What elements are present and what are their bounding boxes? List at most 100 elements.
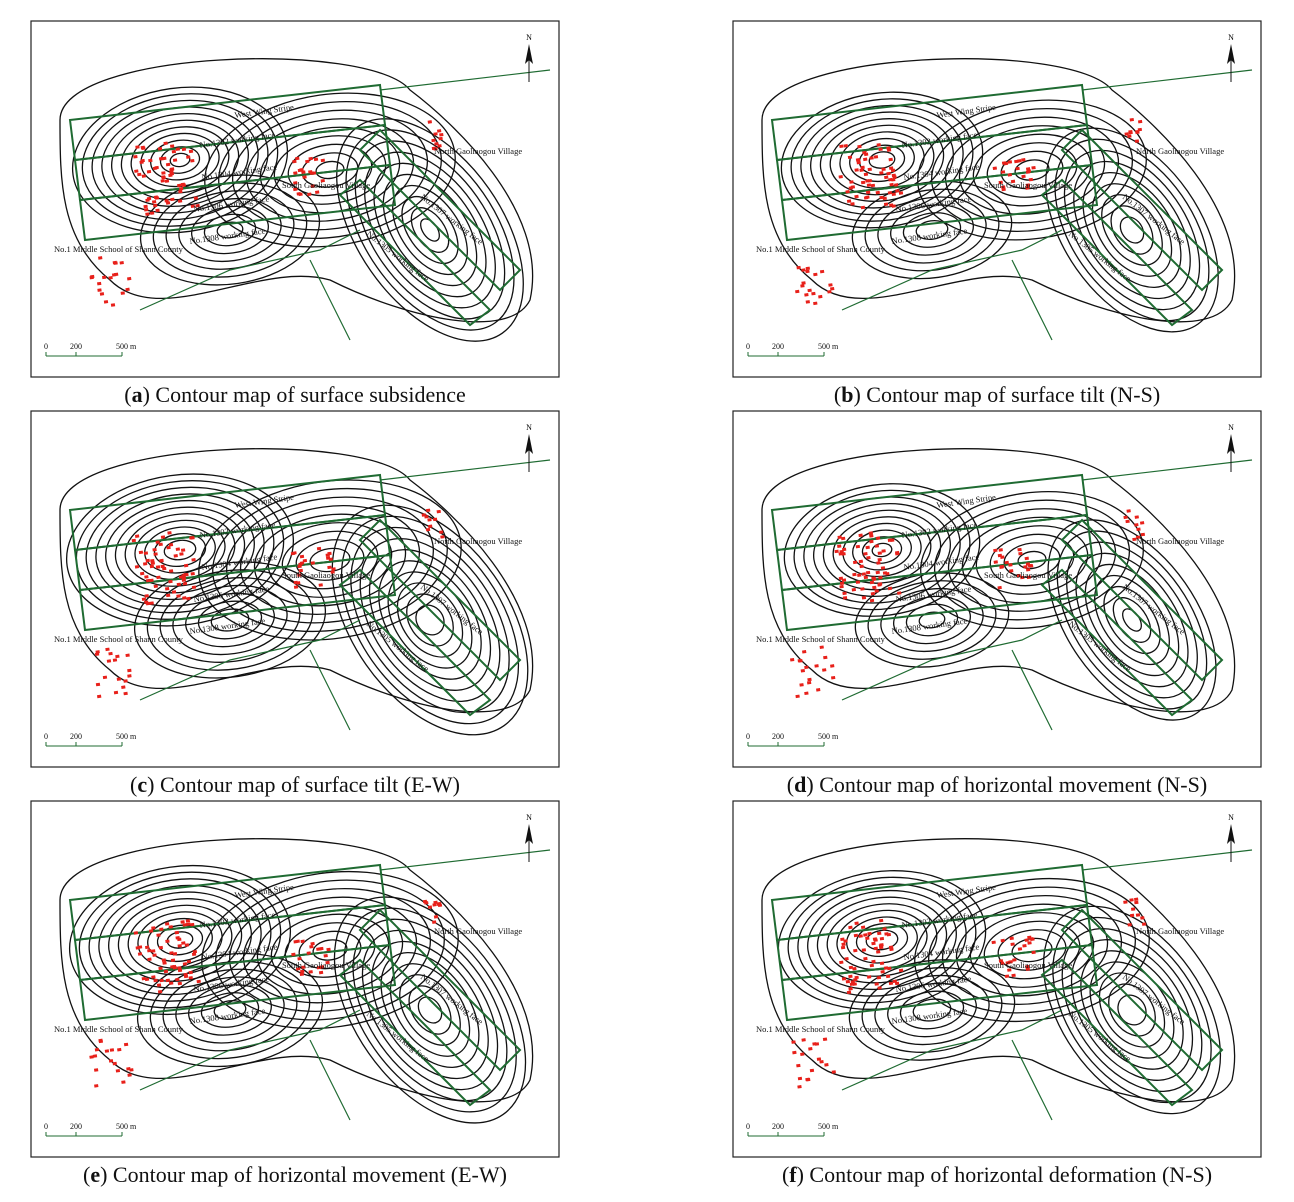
building xyxy=(791,1040,796,1044)
building xyxy=(801,268,806,272)
building xyxy=(308,156,313,161)
contour-line xyxy=(185,592,275,648)
building xyxy=(310,941,315,946)
building xyxy=(865,570,871,575)
building xyxy=(186,596,191,601)
building xyxy=(108,276,113,280)
building xyxy=(885,974,891,979)
building xyxy=(795,289,800,294)
north-label: N xyxy=(1228,423,1234,432)
label-south-village: South Gaoliaogou Village xyxy=(282,960,370,970)
panel-caption: (e) Contour map of horizontal movement (… xyxy=(83,1162,507,1187)
building xyxy=(857,573,862,577)
building xyxy=(188,970,193,975)
building xyxy=(145,212,150,216)
building xyxy=(325,960,330,965)
building xyxy=(854,194,859,199)
mine-roadways xyxy=(770,849,1253,1121)
contour-line xyxy=(136,952,324,1068)
building xyxy=(182,962,188,966)
mine-roadways xyxy=(770,459,1253,731)
building xyxy=(1135,130,1140,135)
building xyxy=(1031,165,1036,170)
building xyxy=(1020,575,1025,580)
building xyxy=(830,286,835,291)
building xyxy=(991,940,996,945)
building xyxy=(158,542,163,547)
working-face-outline xyxy=(338,958,492,1107)
scale-bar: 0 200 500 m xyxy=(746,342,839,357)
village-buildings xyxy=(89,899,443,1088)
building xyxy=(98,1038,103,1043)
building xyxy=(856,160,861,165)
building xyxy=(137,945,143,949)
building xyxy=(884,175,889,180)
building xyxy=(143,207,149,212)
building xyxy=(153,978,158,983)
contour-line xyxy=(117,898,243,982)
panel-letter: f xyxy=(789,1162,797,1187)
building xyxy=(165,201,171,205)
building xyxy=(1017,947,1023,951)
building xyxy=(299,554,305,559)
working-face-outline xyxy=(1040,568,1194,717)
panel-caption: (b) Contour map of surface tilt (N-S) xyxy=(833,382,1161,407)
contour-line xyxy=(78,871,282,1009)
building xyxy=(869,539,874,544)
building xyxy=(1127,134,1132,138)
building xyxy=(846,990,852,995)
building xyxy=(1031,950,1036,955)
north-arrow: N xyxy=(525,813,533,862)
scale-bar: 0 200 500 m xyxy=(44,732,137,747)
building xyxy=(1022,944,1027,948)
roadway xyxy=(841,229,1063,311)
building xyxy=(879,195,884,200)
scale-0: 0 xyxy=(44,732,48,741)
building xyxy=(427,518,432,522)
building xyxy=(143,551,149,555)
building xyxy=(165,162,171,167)
building xyxy=(181,576,186,580)
contour-line xyxy=(1108,983,1156,1037)
label-school: No.1 Middle School of Shann County xyxy=(756,244,886,254)
building xyxy=(887,191,893,195)
building xyxy=(1021,174,1026,179)
building xyxy=(439,530,444,534)
building xyxy=(144,594,149,598)
building xyxy=(884,932,889,936)
building xyxy=(190,571,195,576)
building xyxy=(144,977,150,982)
contour-line xyxy=(188,984,272,1036)
building xyxy=(807,288,812,293)
contour-line xyxy=(902,212,962,248)
building xyxy=(839,144,844,149)
contour-line xyxy=(144,526,216,574)
building xyxy=(1133,897,1139,902)
roadway xyxy=(139,229,361,311)
building xyxy=(313,157,319,162)
building xyxy=(838,552,843,556)
scale-200: 200 xyxy=(772,732,784,741)
building xyxy=(854,168,859,172)
scale-bar: 0 200 500 m xyxy=(746,732,839,747)
building xyxy=(1137,119,1143,124)
building xyxy=(1134,139,1140,143)
building xyxy=(433,915,439,919)
scale-200: 200 xyxy=(772,342,784,351)
building xyxy=(800,1052,805,1056)
building xyxy=(998,548,1003,552)
building xyxy=(156,933,161,937)
building xyxy=(801,1038,806,1042)
building xyxy=(427,120,433,124)
building xyxy=(877,583,882,587)
building xyxy=(1010,942,1015,946)
building xyxy=(172,952,178,956)
building xyxy=(863,152,869,157)
contour-line xyxy=(149,960,311,1060)
building xyxy=(190,204,196,208)
contour-line xyxy=(1066,541,1198,699)
building xyxy=(1130,907,1136,911)
contour-line xyxy=(406,593,454,647)
building xyxy=(804,691,809,696)
building xyxy=(168,925,173,929)
